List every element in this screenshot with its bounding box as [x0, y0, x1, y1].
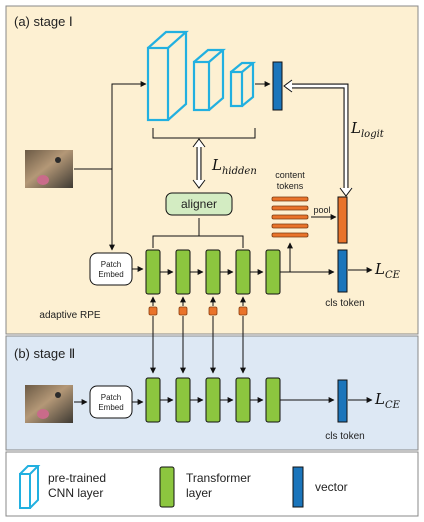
- transformer-connections-stage1: [132, 242, 335, 275]
- legend-vector-icon: [292, 466, 304, 508]
- legend-transformer-icon: [159, 466, 175, 508]
- patch-embed-label-1: Patch: [101, 260, 121, 269]
- legend-cnn-icon: [19, 465, 41, 509]
- legend-cnn-label-2: CNN layer: [48, 486, 103, 500]
- patch-embed-label-1-stage2: Patch: [101, 393, 121, 402]
- content-tokens-label-1: content: [275, 170, 305, 180]
- cls-token-label-stage1: cls token: [325, 298, 364, 309]
- rpe-to-stage2-connectors: [150, 316, 246, 374]
- cls-token-label-stage2: cls token: [325, 431, 364, 442]
- l-logit-double-arrow: [283, 79, 353, 197]
- image-to-cnn-arrow: [111, 81, 147, 169]
- legend-panel: [5, 451, 419, 517]
- cat-image-icon: [25, 150, 73, 188]
- cnn-layer-1: [146, 30, 189, 122]
- cls-token-vector-stage1: [337, 249, 348, 293]
- pooled-vector: [337, 196, 348, 244]
- transformer-connections-stage2: [132, 397, 335, 405]
- stage1-title: (a) stage Ⅰ: [14, 14, 73, 29]
- patch-embed-label-2-stage2: Embed: [98, 403, 123, 412]
- l-ce-label-stage2: LCE: [374, 390, 401, 411]
- legend-transformer-label-2: layer: [186, 486, 212, 500]
- patch-embed-box-stage1: [89, 252, 133, 286]
- adaptive-rpe-boxes: [148, 306, 248, 316]
- transformer-layers-stage2: [145, 377, 281, 423]
- aligner-label: aligner: [181, 197, 217, 211]
- patch-embed-box-stage2: [89, 385, 133, 419]
- l-ce-label-stage1: LCE: [374, 260, 401, 281]
- legend-cnn-label-1: pre-trained: [48, 471, 106, 485]
- l-logit-label: Llogit: [350, 119, 385, 140]
- content-tokens: [271, 196, 309, 238]
- cat-image-icon-stage2: [25, 385, 73, 423]
- l-hidden-label: Lhidden: [211, 156, 257, 177]
- cls-token-vector-stage2: [337, 379, 348, 423]
- patch-embed-label-2: Embed: [98, 270, 123, 279]
- aligner-box: [165, 192, 233, 216]
- cnn-vector: [272, 61, 283, 111]
- l-hidden-double-arrow: [192, 138, 206, 189]
- legend-vector-label: vector: [315, 480, 348, 494]
- content-tokens-label-2: tokens: [277, 181, 304, 191]
- stage2-title: (b) stage Ⅱ: [14, 346, 75, 361]
- rpe-to-stage1-connectors: [150, 296, 246, 306]
- pool-label: pool: [313, 205, 330, 215]
- transformer-layers-stage1: [145, 249, 281, 295]
- transformer-bracket: [152, 218, 244, 248]
- legend-transformer-label-1: Transformer: [186, 471, 251, 485]
- cnn-layer-3: [229, 61, 257, 108]
- cnn-bracket: [152, 128, 256, 139]
- adaptive-rpe-label: adaptive RPE: [39, 310, 100, 321]
- cnn-layer-2: [192, 48, 226, 112]
